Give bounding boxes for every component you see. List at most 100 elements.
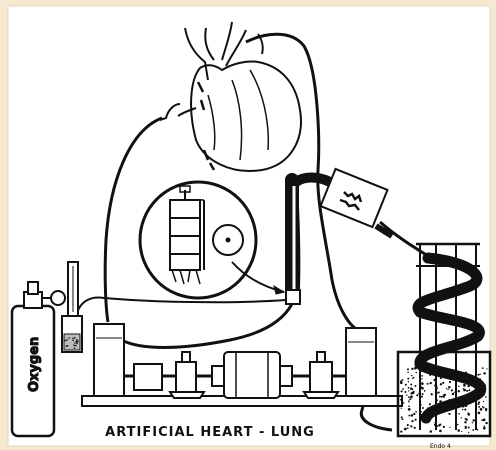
fluid-dot [466, 419, 468, 421]
fluid-dot [400, 431, 402, 433]
fluid-dot [457, 429, 460, 432]
fluid-dot [445, 401, 448, 404]
fluid-dot [435, 392, 437, 394]
fluid-dot [478, 412, 481, 415]
fluid-dot [478, 406, 480, 408]
fluid-dot [400, 399, 402, 401]
fluid-dot [448, 413, 450, 415]
flowmeter-fluid-dot [72, 338, 74, 340]
oxygen-tank-label: Oxygen [27, 337, 42, 392]
fluid-dot [411, 368, 413, 370]
fluid-dot [482, 406, 483, 407]
fluid-dot [482, 367, 484, 369]
flowmeter-fluid-dot [74, 342, 76, 344]
fluid-dot [448, 386, 451, 389]
fluid-dot [442, 382, 444, 384]
fluid-dot [438, 372, 441, 375]
fluid-dot [441, 396, 443, 398]
fluid-dot [477, 374, 479, 376]
fluid-dot [430, 382, 432, 384]
flowmeter-fluid-dot [76, 339, 78, 341]
fluid-dot [407, 378, 409, 380]
fluid-dot [486, 368, 487, 369]
fluid-dot [430, 410, 432, 412]
fluid-dot [464, 409, 466, 411]
fluid-dot [415, 419, 417, 421]
fluid-dot [458, 386, 459, 387]
fluid-dot [433, 379, 435, 381]
fluid-dot [419, 404, 421, 406]
fluid-dot [409, 398, 411, 400]
fluid-dot [455, 410, 457, 412]
fluid-dot [440, 424, 441, 425]
fluid-dot [449, 427, 450, 428]
fluid-dot [459, 406, 460, 407]
fluid-dot [469, 376, 470, 377]
fluid-dot [459, 413, 460, 414]
fluid-dot [411, 420, 413, 422]
flowmeter-fluid-dot [73, 344, 75, 346]
fluid-dot [467, 385, 469, 387]
fluid-dot [410, 387, 412, 389]
fluid-dot [442, 372, 443, 373]
fluid-dot [440, 402, 442, 404]
fluid-dot [477, 403, 479, 405]
fluid-dot [401, 418, 403, 420]
fluid-dot [483, 372, 486, 375]
fluid-dot [439, 430, 442, 433]
fluid-dot [421, 382, 424, 385]
fluid-dot [453, 392, 454, 393]
fluid-dot [439, 396, 441, 398]
fluid-dot [469, 389, 471, 391]
fluid-dot [477, 390, 479, 392]
flowmeter-fluid-dot [72, 340, 74, 342]
fluid-dot [401, 416, 403, 418]
fluid-dot [457, 399, 458, 400]
flowmeter-fluid-dot [76, 341, 78, 343]
fluid-dot [421, 375, 423, 377]
fluid-dot [421, 378, 422, 379]
fluid-dot [485, 422, 487, 424]
fluid-dot [457, 372, 459, 374]
fluid-dot [413, 413, 415, 415]
fluid-dot [481, 386, 484, 389]
fluid-dot [434, 424, 436, 426]
fluid-dot [447, 389, 448, 390]
fluid-dot [483, 427, 486, 430]
fluid-dot [440, 383, 442, 385]
fluid-dot [404, 391, 406, 393]
fluid-dot [477, 385, 478, 386]
fluid-dot [401, 408, 402, 409]
fluid-dot [414, 385, 416, 387]
fluid-dot [408, 381, 409, 382]
fluid-dot [484, 425, 486, 427]
fluid-dot [411, 375, 412, 376]
fluid-dot [468, 413, 471, 416]
fluid-dot [416, 394, 418, 396]
fluid-dot [440, 377, 442, 379]
fluid-dot [448, 399, 449, 400]
fluid-dot [420, 414, 422, 416]
flowmeter-fluid-dot [74, 337, 76, 339]
fluid-dot [413, 391, 415, 393]
fluid-dot [429, 369, 430, 370]
diagram-caption: ARTIFICIAL HEART - LUNG [105, 425, 315, 440]
fluid-dot [435, 411, 437, 413]
fluid-dot [476, 398, 478, 400]
fluid-dot [405, 384, 407, 386]
fluid-dot [434, 422, 435, 423]
fluid-dot [415, 411, 417, 413]
flowmeter-fluid-dot [66, 345, 68, 347]
fluid-dot [408, 390, 409, 391]
fluid-dot [400, 381, 403, 384]
fluid-dot [427, 407, 428, 408]
fluid-dot [409, 415, 411, 417]
fluid-dot [410, 384, 412, 386]
fluid-dot [479, 378, 481, 380]
fluid-dot [440, 375, 442, 377]
fluid-dot [462, 405, 465, 408]
fluid-dot [480, 408, 483, 411]
fluid-dot [485, 396, 487, 398]
fluid-dot [407, 427, 409, 429]
